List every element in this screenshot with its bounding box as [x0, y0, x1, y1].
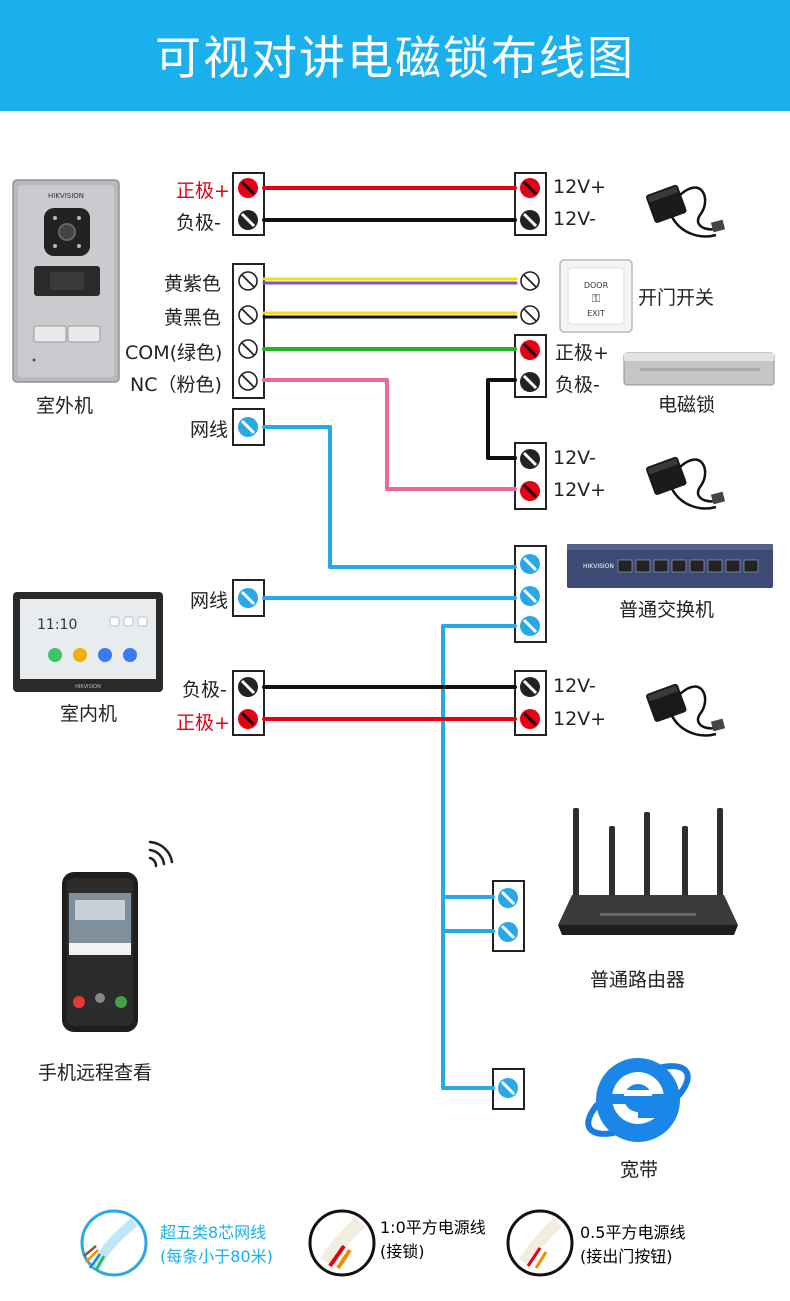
outdoor-network-terminal [236, 415, 260, 439]
psu2-minus-terminal [518, 447, 542, 471]
wire-maglock-minus [486, 378, 517, 460]
indoor-brand-text: HIKVISION [75, 684, 101, 690]
psu1-plus-terminal [518, 176, 542, 200]
outdoor-unit-label: 室外机 [36, 395, 94, 417]
psu1-plus-label: 12V+ [553, 176, 607, 198]
exit-switch-door-text: DOOR [584, 281, 609, 290]
wire-yellow-purple [262, 277, 518, 285]
psu2-plus-label: 12V+ [553, 479, 607, 501]
outdoor-terminal-yellow-black [238, 305, 258, 325]
terminal-com-label: COM(绿色) [125, 342, 223, 364]
switch-brand-text: HIKVISION [583, 563, 614, 570]
router-port-2 [496, 920, 520, 944]
psu1-minus-label: 12V- [553, 208, 596, 230]
indoor-unit-label: 室内机 [60, 703, 118, 725]
terminal-yellow-black-label: 黄黑色 [164, 307, 222, 329]
maglock-label: 电磁锁 [658, 394, 716, 416]
psu1-minus-terminal [518, 208, 542, 232]
legend-lock-cable-line2: (接锁) [380, 1242, 425, 1261]
indoor-time-text: 11:10 [37, 617, 77, 633]
outdoor-terminal-com [238, 339, 258, 359]
exit-switch-terminal-1 [520, 271, 540, 291]
legend-button-cable-line1: 0.5平方电源线 [580, 1223, 686, 1242]
legend-lock-cable-line1: 1:0平方电源线 [380, 1218, 486, 1237]
router-device [558, 808, 738, 935]
switch-port-1 [518, 552, 542, 576]
maglock-device [623, 352, 775, 386]
legend-lock-cable-text: 1:0平方电源线 (接锁) [380, 1216, 486, 1264]
outdoor-brand-text: HIKVISION [48, 192, 84, 200]
indoor-minus-label: 负极- [182, 679, 227, 701]
wireless-signal-icon [148, 840, 174, 868]
legend-power-cable-button-icon [506, 1209, 574, 1277]
switch-port-2 [518, 584, 542, 608]
page-title: 可视对讲电磁锁布线图 [155, 31, 635, 85]
psu2-plus-terminal [518, 479, 542, 503]
maglock-plus-label: 正极+ [555, 342, 609, 364]
outdoor-network-label: 网线 [190, 419, 229, 441]
exit-switch-exit-text: EXIT [587, 309, 605, 318]
wire-yellow-black [262, 311, 518, 319]
legend-network-cable-icon [80, 1209, 148, 1277]
outdoor-terminal-yellow-purple [238, 271, 258, 291]
switch-label: 普通交换机 [619, 599, 715, 621]
indoor-plus-terminal [236, 707, 260, 731]
outdoor-terminal-nc [238, 371, 258, 391]
psu3-minus-terminal [518, 675, 542, 699]
psu3-minus-label: 12V- [553, 675, 596, 697]
wire-nc-pink [262, 378, 517, 491]
legend-button-cable-text: 0.5平方电源线 (接出门按钮) [580, 1221, 685, 1269]
broadband-port [496, 1076, 520, 1100]
maglock-minus-terminal [518, 370, 542, 394]
outdoor-minus-label: 负极- [176, 212, 221, 234]
exit-switch-label: 开门开关 [638, 287, 715, 309]
power-adapter-1-icon [643, 182, 727, 238]
indoor-network-terminal [236, 586, 260, 610]
phone-device [62, 872, 138, 1032]
legend-network-cable-line2: (每条小于80米) [160, 1247, 273, 1266]
exit-switch-terminal-2 [520, 305, 540, 325]
maglock-minus-label: 负极- [555, 374, 600, 396]
psu3-plus-label: 12V+ [553, 708, 607, 730]
legend-power-cable-lock-icon [308, 1209, 376, 1277]
psu3-plus-terminal [518, 707, 542, 731]
legend-network-cable-text: 超五类8芯网线 (每条小于80米) [160, 1221, 273, 1269]
psu2-minus-label: 12V- [553, 447, 596, 469]
outdoor-unit-device: HIKVISION [12, 179, 120, 383]
legend-button-cable-line2: (接出门按钮) [580, 1247, 673, 1266]
broadband-ie-icon [585, 1058, 691, 1142]
terminal-nc-label: NC（粉色) [130, 374, 222, 396]
broadband-label: 宽带 [620, 1159, 659, 1181]
router-label: 普通路由器 [590, 969, 686, 991]
outdoor-plus-label: 正极+ [176, 180, 230, 202]
title-banner: 可视对讲电磁锁布线图 [0, 0, 790, 111]
indoor-unit-device: 11:10 HIKVISION [13, 592, 163, 692]
power-adapter-3-icon [643, 681, 727, 737]
wire-outdoor-network [262, 425, 517, 569]
router-port-1 [496, 886, 520, 910]
phone-label: 手机远程查看 [38, 1062, 153, 1084]
svg-text:⚿: ⚿ [592, 292, 600, 305]
network-switch-device: HIKVISION [567, 544, 773, 588]
indoor-network-label: 网线 [190, 590, 229, 612]
wire-switch-to-broadband [441, 624, 517, 1090]
terminal-yellow-purple-label: 黄紫色 [164, 273, 222, 295]
maglock-plus-terminal [518, 338, 542, 362]
indoor-minus-terminal [236, 675, 260, 699]
switch-port-3 [518, 614, 542, 638]
exit-switch-device: DOOR ⚿ EXIT [559, 259, 633, 333]
indoor-plus-label: 正极+ [176, 712, 230, 734]
power-adapter-2-icon [643, 454, 727, 510]
outdoor-plus-terminal [236, 176, 260, 200]
outdoor-minus-terminal [236, 208, 260, 232]
legend-network-cable-line1: 超五类8芯网线 [160, 1223, 267, 1242]
